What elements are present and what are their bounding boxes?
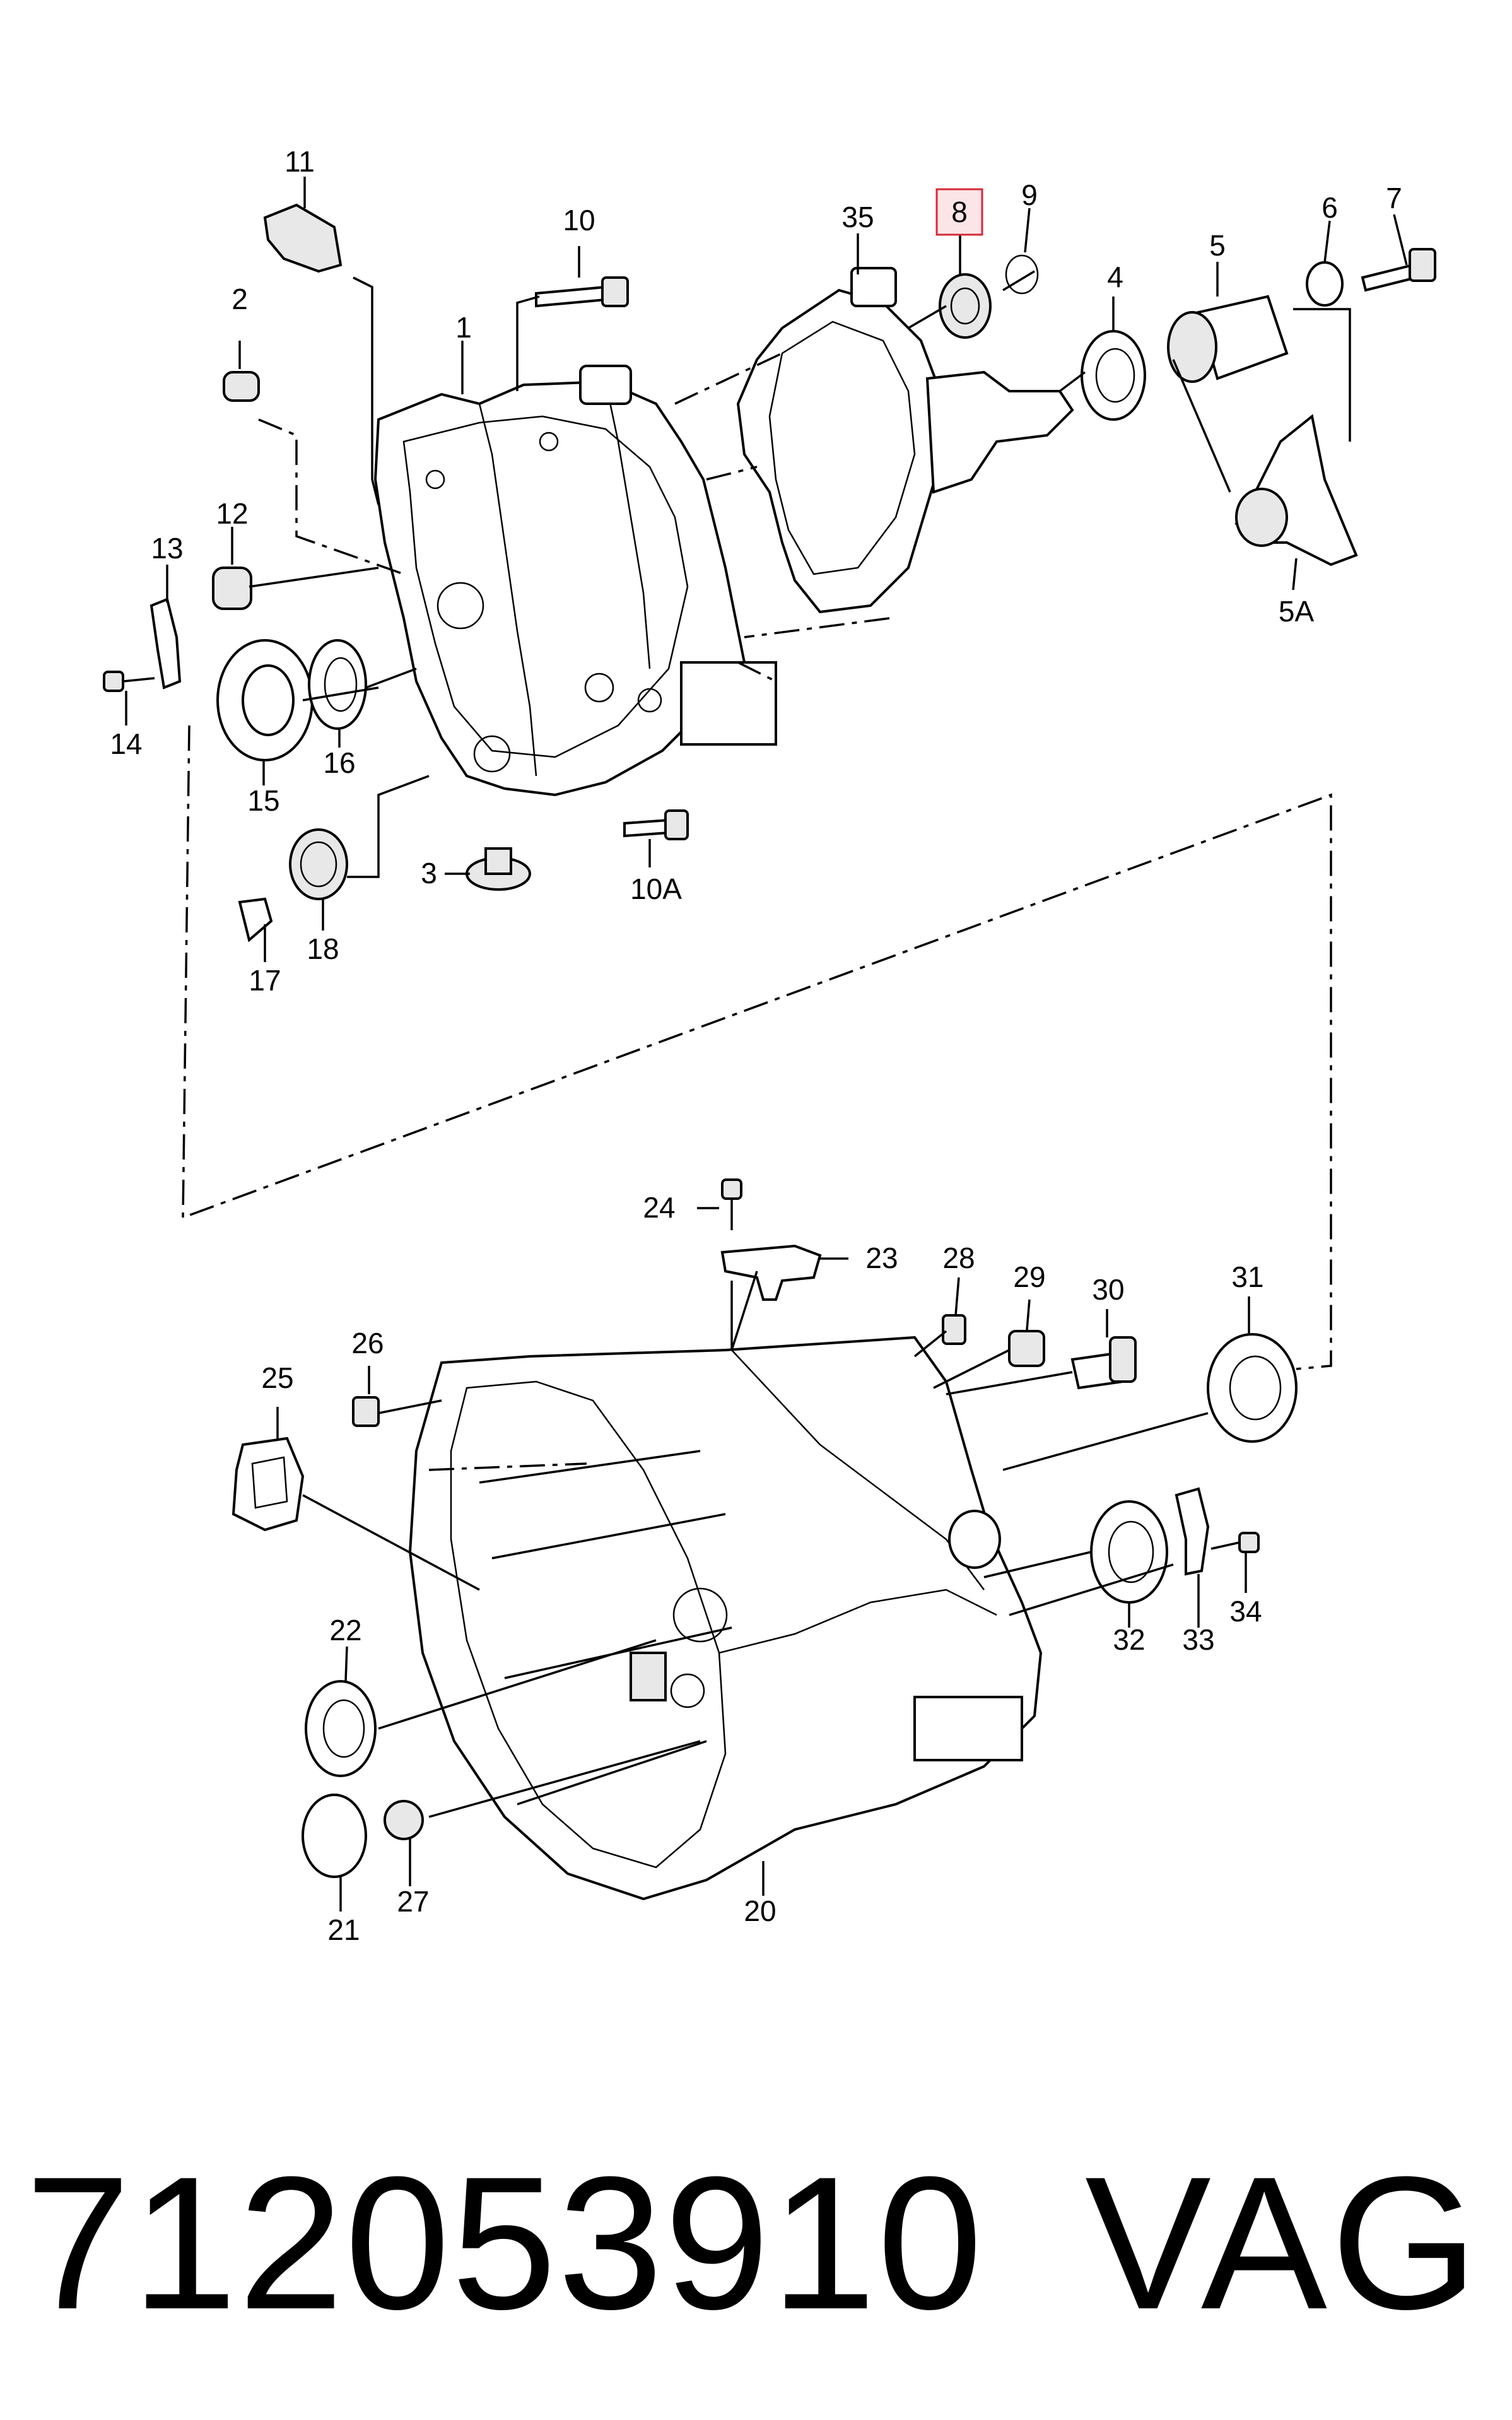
callout-20: 20 — [744, 1894, 776, 1927]
callout-28: 28 — [942, 1242, 975, 1274]
callout-23: 23 — [865, 1242, 898, 1274]
callout-17: 17 — [249, 964, 281, 997]
callout-5a: 5A — [1279, 595, 1315, 628]
callout-25: 25 — [261, 1361, 293, 1394]
callout-29: 29 — [1013, 1260, 1045, 1293]
callout-3: 3 — [421, 857, 437, 890]
callout-22: 22 — [329, 1614, 361, 1647]
callout-16: 16 — [323, 746, 355, 779]
callout-8: 8 — [951, 196, 968, 228]
callout-26: 26 — [351, 1327, 384, 1360]
callout-32: 32 — [1113, 1623, 1145, 1656]
callout-34: 34 — [1229, 1595, 1262, 1628]
exploded-parts-diagram: 1 2 3 4 5 5A 6 7 8 9 10 10A 11 12 13 14 … — [103, 145, 1436, 1946]
callout-1: 1 — [455, 311, 472, 344]
lower-small-parts — [231, 1178, 1298, 1878]
transmission-housing-upper — [373, 365, 777, 797]
clutch-housing-20 — [408, 1336, 1043, 1901]
callout-14: 14 — [110, 727, 142, 760]
callout-labels: 1 2 3 4 5 5A 6 7 8 9 10 10A 11 12 13 14 … — [110, 145, 1402, 1946]
upper-small-parts — [103, 203, 1436, 943]
selector-cover-35 — [736, 267, 1074, 614]
callout-13: 13 — [151, 532, 183, 565]
callout-27: 27 — [397, 1885, 429, 1918]
callout-10: 10 — [563, 204, 595, 237]
leader-lines — [125, 177, 1408, 1912]
callout-4: 4 — [1107, 261, 1123, 293]
callout-7: 7 — [1386, 182, 1402, 214]
callout-11: 11 — [284, 145, 315, 178]
callout-31: 31 — [1231, 1260, 1263, 1293]
callout-5: 5 — [1209, 229, 1226, 262]
callout-15: 15 — [247, 784, 279, 817]
callout-21: 21 — [327, 1913, 360, 1946]
callout-2: 2 — [231, 283, 248, 315]
callout-12: 12 — [216, 497, 248, 530]
callout-33: 33 — [1182, 1623, 1214, 1656]
part-number: 712053910 — [25, 2137, 984, 2349]
callout-9: 9 — [1021, 179, 1038, 211]
brand-name: VAG — [1085, 2137, 1482, 2349]
callout-6: 6 — [1322, 191, 1338, 224]
callout-35: 35 — [841, 201, 874, 233]
callout-30: 30 — [1092, 1273, 1124, 1306]
callout-24: 24 — [643, 1191, 675, 1224]
callout-10a: 10A — [630, 872, 682, 905]
highlight-box — [935, 188, 983, 236]
callout-18: 18 — [307, 932, 339, 965]
